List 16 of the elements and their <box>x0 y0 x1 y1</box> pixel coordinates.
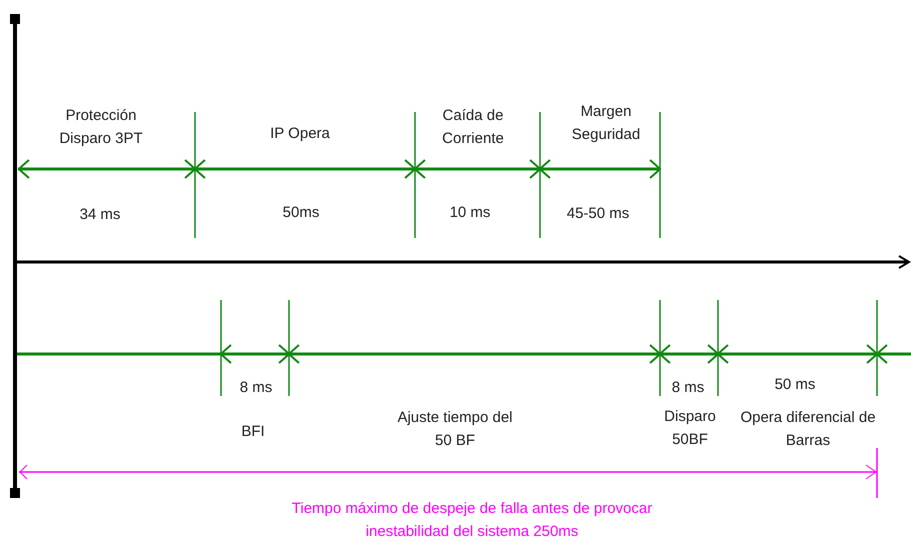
segment-label: Caída de Corriente <box>441 106 505 149</box>
event-label: Ajuste tiempo del 50 BF <box>396 408 514 451</box>
duration-label: 10 ms <box>448 203 492 223</box>
segment-label: Protección Disparo 3PT <box>58 106 144 149</box>
duration-label: 50ms <box>282 203 320 223</box>
duration-label: 50 ms <box>774 375 816 395</box>
duration-label: 34 ms <box>78 205 122 225</box>
event-label: Opera diferencial de Barras <box>739 408 877 451</box>
duration-label: 8 ms <box>238 378 274 398</box>
event-label: Disparo 50BF <box>663 407 717 450</box>
segment-label: Margen Seguridad <box>570 102 642 145</box>
duration-label: 8 ms <box>670 378 706 398</box>
duration-label: 45-50 ms <box>566 204 630 224</box>
segment-label: IP Opera <box>269 124 331 144</box>
total-time-note: Tiempo máximo de despeje de falla antes de provocar inestabilidad del sistema 250ms <box>290 499 654 542</box>
event-label: BFI <box>240 422 266 442</box>
